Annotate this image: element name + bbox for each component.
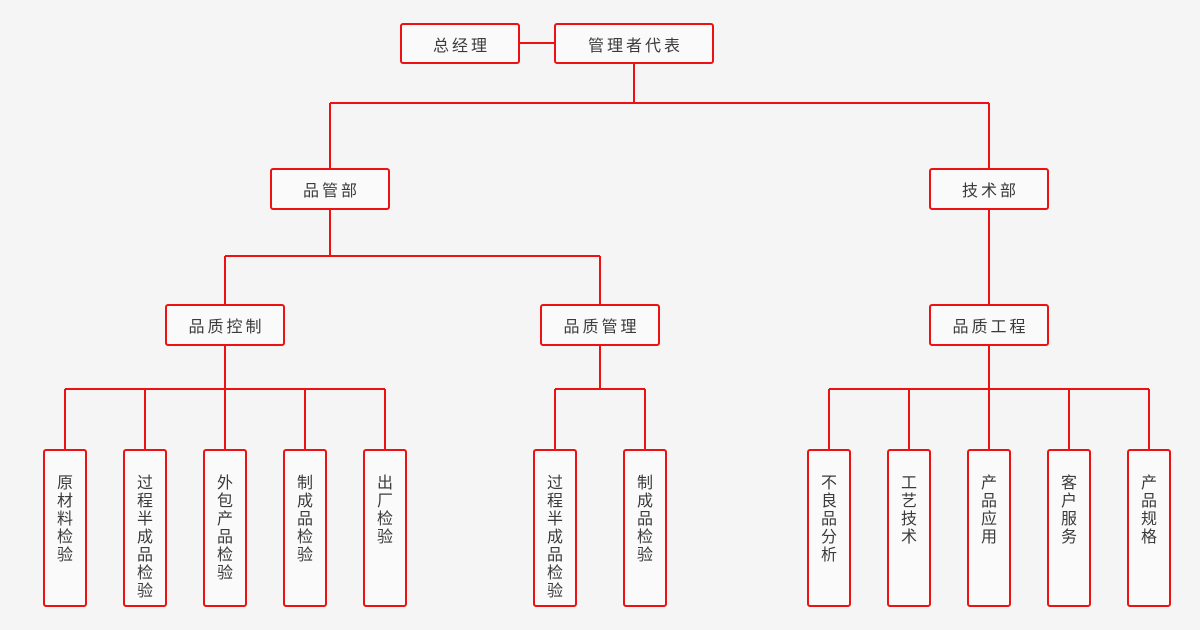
node-label: 过程半成品检验 <box>546 475 563 600</box>
node-customer-service: 客户服务 <box>1047 449 1091 607</box>
node-label: 客户服务 <box>1060 475 1077 546</box>
node-defective-product-analysis: 不良品分析 <box>807 449 851 607</box>
node-outgoing-inspection: 出厂检验 <box>363 449 407 607</box>
node-qm-process-semi-finished-inspection: 过程半成品检验 <box>533 449 577 607</box>
node-label: 工艺技术 <box>900 475 917 546</box>
node-general-manager: 总经理 <box>400 23 520 64</box>
node-process-technology: 工艺技术 <box>887 449 931 607</box>
node-label: 制成品检验 <box>636 475 653 564</box>
node-label: 出厂检验 <box>376 475 393 546</box>
node-quality-control-dept: 品管部 <box>270 168 390 210</box>
node-quality-control: 品质控制 <box>165 304 285 346</box>
node-label: 不良品分析 <box>820 475 837 564</box>
node-qm-finished-product-inspection: 制成品检验 <box>623 449 667 607</box>
node-process-semi-finished-inspection: 过程半成品检验 <box>123 449 167 607</box>
node-outsourced-product-inspection: 外包产品检验 <box>203 449 247 607</box>
node-technology-dept: 技术部 <box>929 168 1049 210</box>
node-label: 产品应用 <box>980 475 997 546</box>
node-label: 外包产品检验 <box>216 475 233 582</box>
node-label: 过程半成品检验 <box>136 475 153 600</box>
node-label: 制成品检验 <box>296 475 313 564</box>
node-label: 产品规格 <box>1140 475 1157 546</box>
node-finished-product-inspection: 制成品检验 <box>283 449 327 607</box>
node-product-specification: 产品规格 <box>1127 449 1171 607</box>
node-raw-material-inspection: 原材料检验 <box>43 449 87 607</box>
node-product-application: 产品应用 <box>967 449 1011 607</box>
node-management-representative: 管理者代表 <box>554 23 714 64</box>
node-label: 原材料检验 <box>56 475 73 564</box>
node-quality-engineering: 品质工程 <box>929 304 1049 346</box>
node-quality-management: 品质管理 <box>540 304 660 346</box>
